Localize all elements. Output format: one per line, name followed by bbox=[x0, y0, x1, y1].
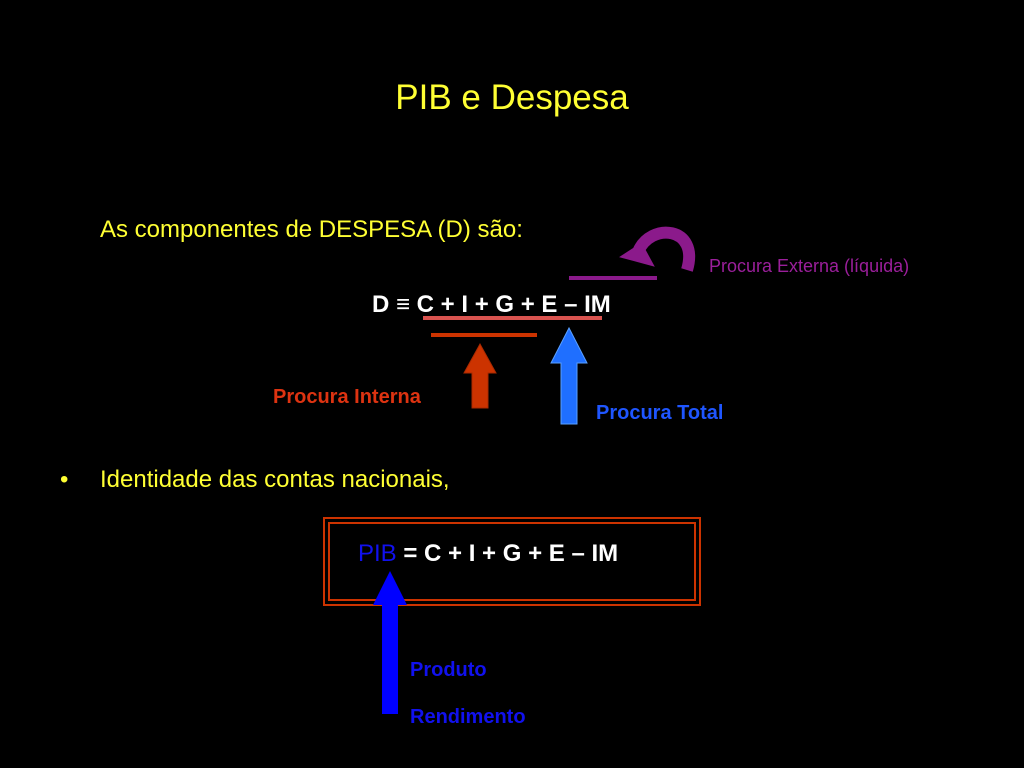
pib-up-arrow-icon bbox=[373, 571, 407, 714]
pib-word: PIB bbox=[358, 540, 397, 567]
bullet-text: Identidade das contas nacionais, bbox=[100, 466, 450, 493]
equation-despesa: D ≡ C + I + G + E – IM bbox=[372, 291, 611, 318]
total-up-arrow-icon bbox=[550, 326, 588, 425]
slide-title: PIB e Despesa bbox=[395, 78, 629, 117]
pib-identity-box bbox=[323, 517, 701, 606]
intro-text: As componentes de DESPESA (D) são: bbox=[100, 216, 523, 243]
pib-equation-rhs: = C + I + G + E – IM bbox=[396, 540, 619, 567]
label-procura-externa: Procura Externa (líquida) bbox=[709, 256, 910, 276]
label-rendimento: Rendimento bbox=[410, 706, 526, 728]
label-procura-total: Procura Total bbox=[596, 402, 724, 424]
label-produto: Produto bbox=[410, 659, 487, 681]
bullet-marker: • bbox=[60, 466, 69, 493]
external-curved-arrow-icon bbox=[619, 226, 695, 272]
label-procura-interna: Procura Interna bbox=[273, 386, 421, 408]
internal-up-arrow-icon bbox=[463, 342, 497, 409]
pib-equation: PIB = C + I + G + E – IM bbox=[358, 540, 618, 568]
